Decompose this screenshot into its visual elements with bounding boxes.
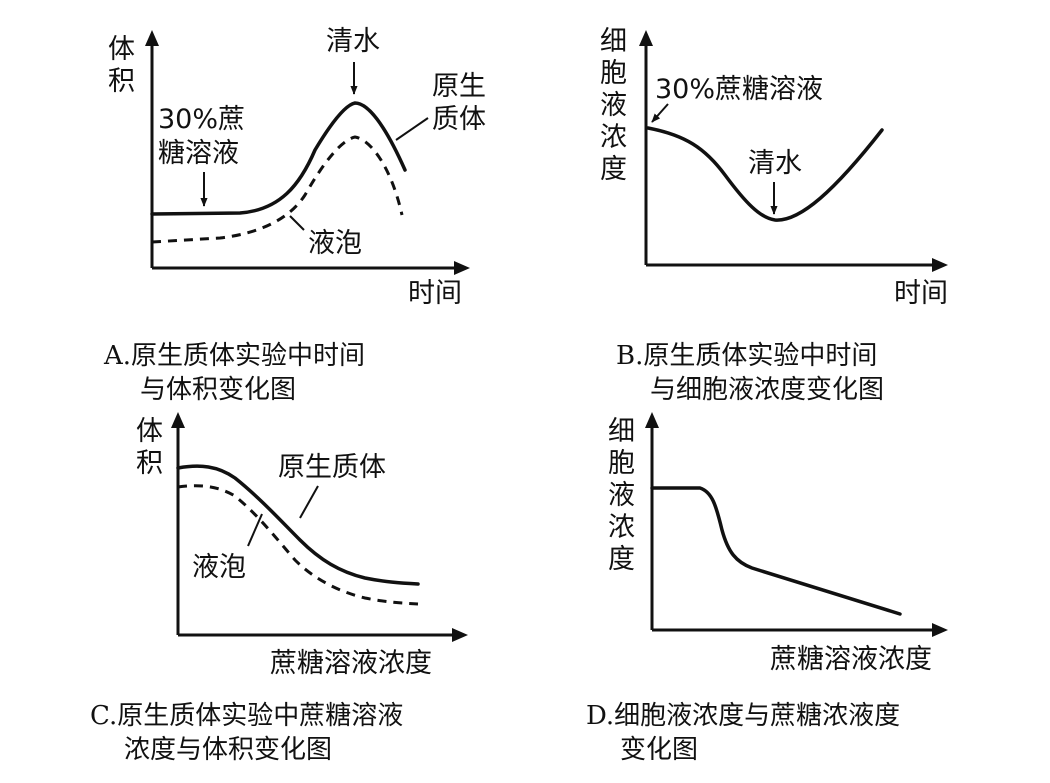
panel-c-vacuole-curve (177, 484, 419, 606)
panel-a: 体 积 时间 清水 30%蔗 糖溶液 原生 质体 液泡 A.原生质体实验中时间 … (103, 26, 486, 405)
panel-b-sucrose-arrow (651, 103, 669, 123)
panel-d-y-label-5: 度 (608, 544, 635, 575)
panel-a-caption-2: 与体积变化图 (140, 375, 296, 405)
panel-a-vacuole-leader (289, 215, 305, 231)
panel-c-caption-1: C.原生质体实验中蔗糖溶液 (90, 701, 403, 731)
panel-a-protoplast-label-1: 原生 (432, 71, 486, 102)
panel-c-x-arrowhead (452, 628, 468, 642)
panel-c-y-label-1: 体 (136, 416, 163, 447)
panel-b-caption-2: 与细胞液浓度变化图 (650, 375, 884, 405)
panel-a-annot-water: 清水 (326, 26, 380, 57)
panel-c-y-label-2: 积 (136, 448, 163, 479)
panel-b-y-label-4: 浓 (600, 122, 627, 153)
panel-b: 细 胞 液 浓 度 时间 30%蔗糖溶液 清水 B.原生质体实验中时间 与细胞液… (600, 26, 948, 405)
panel-d-y-arrowhead (645, 412, 659, 428)
panel-a-vacuole-label: 液泡 (308, 228, 362, 259)
panel-b-y-arrowhead (639, 30, 653, 46)
panel-c-x-label: 蔗糖溶液浓度 (270, 648, 432, 679)
panel-a-y-label-2: 积 (108, 66, 135, 97)
panel-b-caption-1: B.原生质体实验中时间 (616, 341, 877, 371)
panel-c-vacuole-label: 液泡 (192, 552, 246, 583)
panel-d-y-label-2: 胞 (608, 448, 635, 479)
panel-a-annot-sucrose-1: 30%蔗 (158, 104, 245, 135)
panel-a-y-arrowhead (145, 30, 159, 46)
panel-d-y-label-3: 液 (608, 480, 635, 511)
panel-c-protoplast-leader (299, 485, 319, 519)
panel-d-y-label-1: 细 (608, 416, 635, 447)
panel-d-x-label: 蔗糖溶液浓度 (770, 644, 932, 675)
panel-d-concentration-curve (650, 486, 902, 616)
panel-b-y-label-3: 液 (600, 90, 627, 121)
panel-d-y-label-4: 浓 (608, 512, 635, 543)
panel-c-y-arrowhead (171, 412, 185, 428)
panel-c-protoplast-curve (176, 464, 420, 586)
panel-c-vacuole-leader (247, 513, 263, 547)
panel-d-caption-1: D.细胞液浓度与蔗糖浓液度 (586, 701, 900, 731)
panel-b-annot-sucrose: 30%蔗糖溶液 (655, 74, 823, 105)
panel-a-x-arrowhead (454, 261, 470, 275)
panel-b-y-label-5: 度 (600, 154, 627, 185)
panel-c-caption-2: 浓度与体积变化图 (124, 735, 332, 765)
panel-a-x-label: 时间 (408, 278, 462, 309)
panel-a-vacuole-curve (151, 135, 404, 244)
panel-d-x-arrowhead (932, 623, 948, 637)
panel-b-concentration-curve (646, 126, 884, 222)
panel-b-annot-water: 清水 (748, 148, 802, 179)
panel-b-y-label-1: 细 (600, 26, 627, 57)
panel-a-protoplast-leader (395, 117, 429, 141)
panel-a-y-label-1: 体 (108, 34, 135, 65)
panel-a-protoplast-label-2: 质体 (432, 104, 486, 135)
panel-d-caption-2: 变化图 (620, 735, 698, 765)
panel-c-protoplast-label: 原生质体 (278, 452, 386, 483)
panel-c: 体 积 蔗糖溶液浓度 原生质体 液泡 C.原生质体实验中蔗糖溶液 浓度与体积变化… (90, 412, 468, 765)
panel-b-x-arrowhead (932, 258, 948, 272)
panel-a-caption-1: A.原生质体实验中时间 (103, 341, 365, 371)
panel-b-y-label-2: 胞 (600, 58, 627, 89)
panel-b-x-label: 时间 (894, 278, 948, 309)
panel-d: 细 胞 液 浓 度 蔗糖溶液浓度 D.细胞液浓度与蔗糖浓液度 变化图 (586, 412, 948, 765)
panel-a-annot-sucrose-2: 糖溶液 (158, 138, 239, 169)
panel-a-protoplast-curve (150, 101, 407, 216)
